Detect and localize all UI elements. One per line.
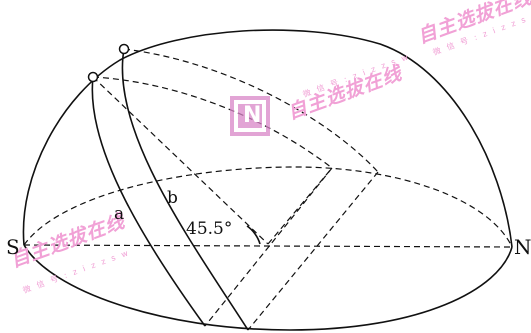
midline-chord: [267, 167, 333, 245]
hemisphere-dome: [22, 29, 513, 248]
watermark-logo-letter: N: [243, 103, 262, 128]
path-b-chord: [247, 171, 379, 331]
south-north-line: [23, 244, 513, 248]
horizon-back-arc: [23, 166, 513, 248]
path-b-back: [123, 48, 379, 173]
horizon-front-arc: [23, 244, 513, 331]
sun-path-a: [91, 76, 206, 327]
pole-marker-upper: [118, 43, 130, 55]
south-label: S: [6, 235, 20, 259]
curve-b-label: b: [167, 188, 178, 208]
sun-path-axis: [92, 76, 269, 245]
north-label: N: [514, 235, 531, 259]
path-a-back: [92, 76, 333, 169]
path-a-chord: [204, 167, 333, 327]
angle-label: 45.5°: [186, 219, 233, 239]
angle-arc: [246, 225, 261, 245]
pole-marker-lower: [87, 71, 99, 83]
sun-path-b: [121, 48, 249, 331]
watermark-logo-icon: [230, 96, 270, 136]
curve-a-label: a: [114, 204, 125, 224]
